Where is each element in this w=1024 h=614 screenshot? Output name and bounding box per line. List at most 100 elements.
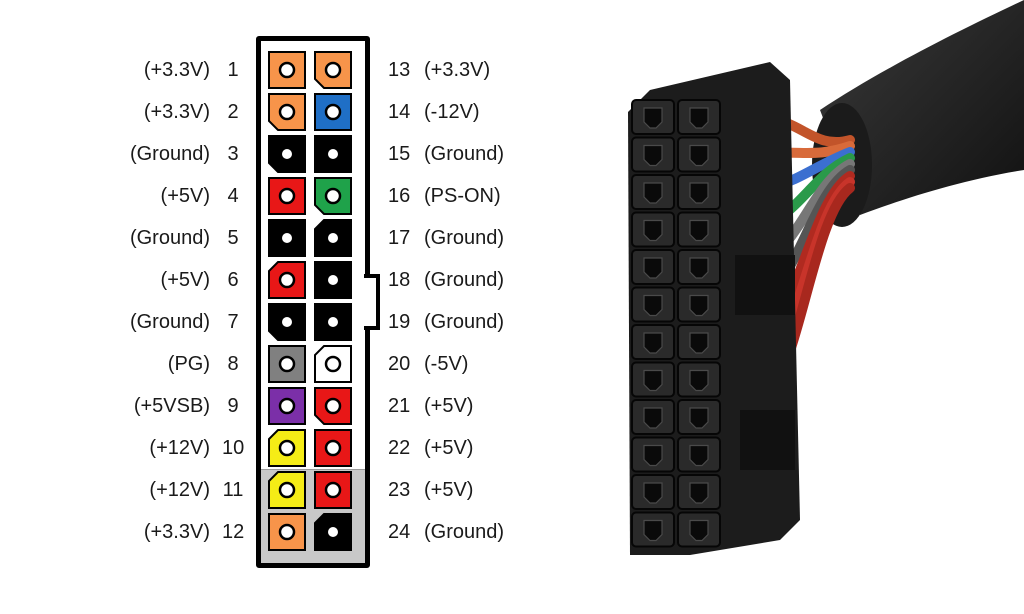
- pin-signal-label: (+3.3V): [143, 59, 210, 81]
- connector-cavity: [677, 399, 721, 435]
- pin-number-label: 18: [388, 269, 411, 291]
- pin-number-label: 20: [388, 353, 411, 375]
- pin-number-label: 13: [388, 59, 411, 81]
- pin-number-label: 16: [388, 185, 411, 207]
- connector-cavity: [677, 511, 721, 548]
- connector-cavity: [631, 436, 675, 473]
- pin-number-label: 15: [388, 143, 411, 165]
- pin-number-label: 11: [222, 479, 244, 501]
- pin-2: [268, 93, 306, 131]
- pin-signal-label: (-12V): [424, 101, 480, 123]
- pin-contact: [328, 149, 338, 159]
- pin-3: [268, 135, 306, 173]
- pin-number-label: 21: [388, 395, 411, 417]
- pin-signal-label: (Ground): [424, 521, 505, 543]
- pin-contact: [282, 233, 292, 243]
- pin-contact: [278, 355, 296, 373]
- pin-number-label: 9: [227, 395, 239, 417]
- pin-24: [314, 513, 352, 551]
- pin-17: [314, 219, 352, 257]
- pin-number-label: 8: [227, 353, 239, 375]
- pin-23: [314, 471, 352, 509]
- pin-22: [314, 429, 352, 467]
- pin-signal-label: (+12V): [149, 479, 210, 501]
- pin-18: [314, 261, 352, 299]
- pin-12: [268, 513, 306, 551]
- pin-10: [268, 429, 306, 467]
- connector-cavity: [631, 99, 675, 135]
- pin-signal-label: (+5V): [424, 479, 474, 501]
- pin-contact: [278, 523, 296, 541]
- pin-16: [314, 177, 352, 215]
- pin-number-label: 2: [227, 101, 239, 123]
- pin-11: [268, 471, 306, 509]
- connector-latch-notch: [364, 274, 380, 330]
- connector-cavity: [631, 174, 675, 210]
- connector-cavity: [677, 99, 721, 135]
- connector-cavity: [677, 324, 721, 360]
- pin-contact: [278, 61, 296, 79]
- pin-number-label: 1: [227, 59, 239, 81]
- pin-contact: [324, 61, 342, 79]
- latch: [735, 255, 795, 315]
- connector-cavity: [677, 286, 721, 323]
- connector-cavity: [677, 174, 721, 210]
- connector-cavity: [677, 436, 721, 473]
- pin-signal-label: (+5VSB): [133, 395, 210, 417]
- pin-8: [268, 345, 306, 383]
- pin-contact: [328, 527, 338, 537]
- pin-number-label: 17: [388, 227, 411, 249]
- pin-signal-label: (Ground): [424, 227, 505, 249]
- connector-cavity: [677, 211, 721, 248]
- pin-number-label: 3: [227, 143, 239, 165]
- pin-contact: [278, 103, 296, 121]
- pin-14: [314, 93, 352, 131]
- pin-signal-label: (+5V): [160, 269, 210, 291]
- pin-number-label: 5: [227, 227, 239, 249]
- pin-contact: [324, 439, 342, 457]
- pin-number-label: 6: [227, 269, 239, 291]
- connector-cavity: [677, 249, 721, 285]
- pin-number-label: 7: [227, 311, 239, 333]
- pin-contact: [324, 397, 342, 415]
- pin-contact: [324, 481, 342, 499]
- pin-signal-label: (Ground): [424, 143, 505, 165]
- pin-signal-label: (+5V): [160, 185, 210, 207]
- pin-number-label: 19: [388, 311, 411, 333]
- pin-contact: [278, 187, 296, 205]
- connector-cavity: [631, 249, 675, 285]
- pin-4: [268, 177, 306, 215]
- pin-contact: [278, 271, 296, 289]
- pin-21: [314, 387, 352, 425]
- pin-signal-label: (+3.3V): [424, 59, 491, 81]
- pin-signal-label: (+3.3V): [143, 101, 210, 123]
- pin-contact: [328, 275, 338, 285]
- pin-6: [268, 261, 306, 299]
- pin-7: [268, 303, 306, 341]
- pin-signal-label: (Ground): [129, 227, 210, 249]
- pin-5: [268, 219, 306, 257]
- pin-signal-label: (+5V): [424, 395, 474, 417]
- pin-signal-label: (PS-ON): [424, 185, 501, 207]
- pin-signal-label: (+12V): [149, 437, 210, 459]
- pin-number-label: 24: [388, 521, 411, 543]
- connector-cavity: [677, 474, 721, 510]
- pin-contact: [282, 317, 292, 327]
- connector-cavity: [631, 211, 675, 248]
- latch-lower: [740, 410, 795, 470]
- connector-cavity: [631, 399, 675, 435]
- pin-number-label: 14: [388, 101, 411, 123]
- pin-signal-label: (+3.3V): [143, 521, 210, 543]
- pin-signal-label: (-5V): [424, 353, 469, 375]
- pin-number-label: 10: [222, 437, 245, 459]
- pin-13: [314, 51, 352, 89]
- pin-contact: [278, 481, 296, 499]
- connector-cavity: [631, 136, 675, 173]
- pin-signal-label: (Ground): [129, 311, 210, 333]
- pin-signal-label: (Ground): [424, 311, 505, 333]
- pin-signal-label: (Ground): [129, 143, 210, 165]
- connector-cavity: [631, 474, 675, 510]
- connector-cavity: [677, 136, 721, 173]
- pin-19: [314, 303, 352, 341]
